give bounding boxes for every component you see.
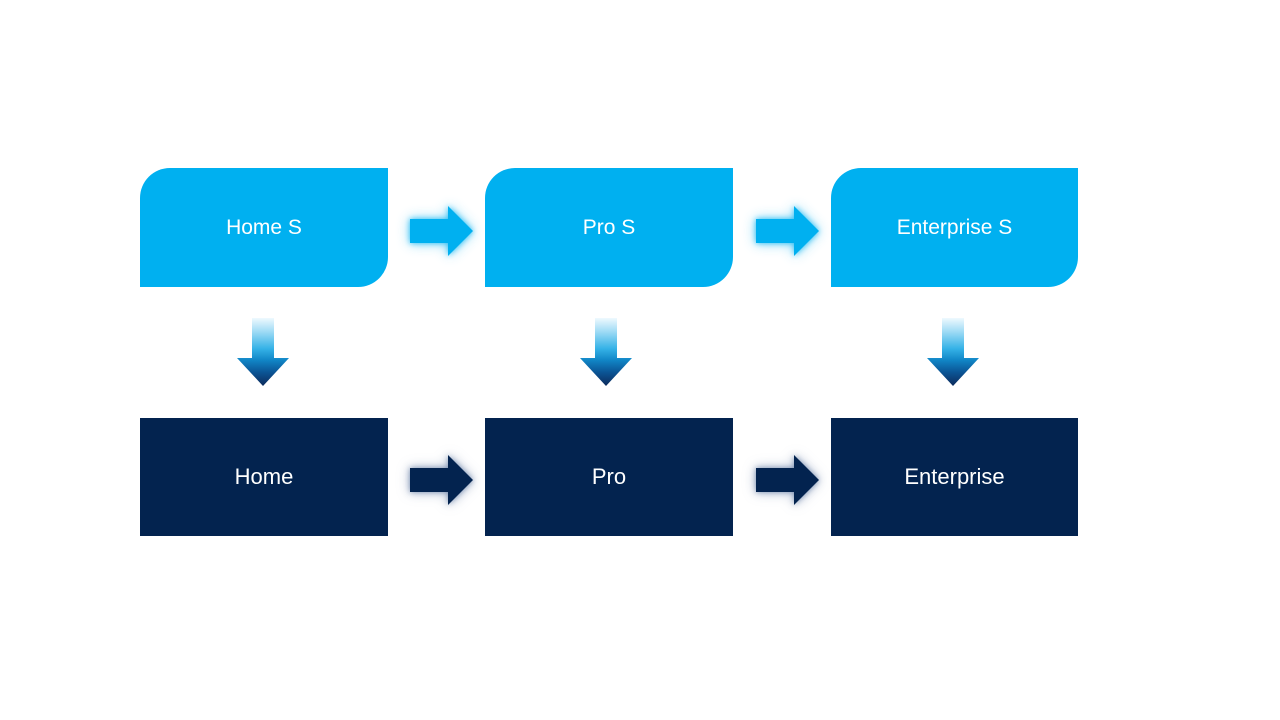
box-pro-s-label: Pro S [582, 215, 636, 239]
box-enterprise: Enterprise [831, 418, 1078, 536]
right-arrow-icon [756, 206, 819, 256]
box-home: Home [140, 418, 388, 536]
box-pro: Pro [485, 418, 733, 536]
box-enterprise-label: Enterprise [904, 464, 1005, 489]
box-home-s: Home S [140, 168, 388, 287]
box-pro-s: Pro S [485, 168, 733, 287]
down-arrow-icon [927, 318, 979, 386]
box-home-label: Home [234, 464, 294, 489]
box-pro-label: Pro [591, 464, 627, 489]
right-arrow-icon [410, 206, 473, 256]
down-arrow-icon [580, 318, 632, 386]
right-arrow-icon [756, 455, 819, 505]
box-enterprise-s: Enterprise S [831, 168, 1078, 287]
down-arrow-icon [237, 318, 289, 386]
right-arrow-icon [410, 455, 473, 505]
box-enterprise-s-label: Enterprise S [896, 215, 1013, 239]
box-home-s-label: Home S [226, 215, 302, 239]
